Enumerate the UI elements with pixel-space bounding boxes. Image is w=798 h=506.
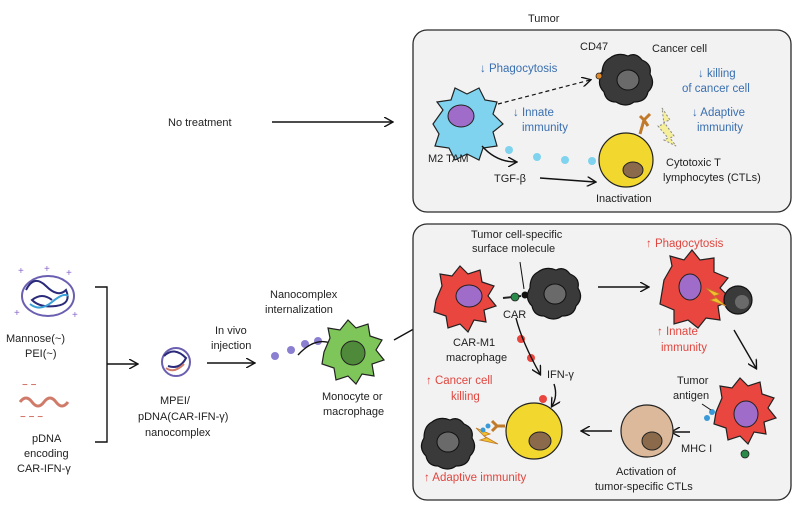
surface-label-2: surface molecule xyxy=(472,243,555,255)
killing-up-2: killing xyxy=(451,391,480,403)
tumor-title: Tumor xyxy=(528,13,560,25)
ctl-label-2: lymphocytes (CTLs) xyxy=(663,172,761,184)
invivo-label-1: In vivo xyxy=(215,325,247,337)
tgf-beta-label: TGF-β xyxy=(494,173,526,185)
combine-bracket-arrow xyxy=(95,286,137,443)
phagocytosing-macrophage xyxy=(659,249,753,329)
innate-up-2: immunity xyxy=(661,342,707,354)
adaptive-down-2: immunity xyxy=(697,122,743,134)
monocyte-cell xyxy=(321,319,386,385)
nano-label-2: internalization xyxy=(265,304,333,316)
pdna-label-1: pDNA xyxy=(32,433,62,445)
ctl-cell-top xyxy=(598,112,654,188)
car-m1-macrophage xyxy=(433,265,498,334)
invivo-label-2: injection xyxy=(211,340,251,352)
adaptive-down-1: ↓ Adaptive xyxy=(692,107,745,119)
mpei-label-3: nanocomplex xyxy=(145,427,211,439)
killing-up-1: ↑ Cancer cell xyxy=(426,375,492,387)
antigen-pointer xyxy=(701,403,712,411)
killing-ctl-cell xyxy=(475,402,563,460)
tcr-receptor-icon xyxy=(638,112,652,135)
mpei-label-2: pDNA(CAR-IFN-γ) xyxy=(138,411,228,423)
ifn-arrow-1 xyxy=(515,317,540,374)
svg-text:+: + xyxy=(18,266,24,277)
apc-macrophage xyxy=(704,377,778,459)
cancer-cell-bottom-2 xyxy=(420,417,476,470)
surface-pointer-line xyxy=(519,261,525,290)
svg-text:− −: − − xyxy=(22,380,37,391)
tgf-beta-dots xyxy=(505,146,596,165)
killing-down-1: ↓ killing xyxy=(698,68,736,80)
activation-label-1: Activation of xyxy=(616,466,677,478)
mannose-pei-icon: + + + + + xyxy=(14,264,78,321)
svg-text:+: + xyxy=(14,308,20,319)
pei-label: PEI(~) xyxy=(25,348,56,360)
mpei-label-1: MPEI/ xyxy=(160,395,191,407)
to-antigen-arrow xyxy=(733,329,756,368)
ifn-gamma-label: IFN-γ xyxy=(547,369,574,381)
svg-text:− − −: − − − xyxy=(20,412,43,423)
innate-up-1: ↑ Innate xyxy=(657,326,698,338)
nano-label-1: Nanocomplex xyxy=(270,289,338,301)
mono-label-1: Monocyte or xyxy=(322,391,383,403)
phagocytosis-down: ↓ Phagocytosis xyxy=(480,63,558,75)
svg-text:+: + xyxy=(44,264,50,275)
no-treatment-label: No treatment xyxy=(168,117,232,129)
tgf-arrow-2 xyxy=(539,178,595,182)
killing-down-2: of cancer cell xyxy=(682,83,750,95)
cancer-cell-label: Cancer cell xyxy=(652,43,707,55)
inactivation-label: Inactivation xyxy=(596,193,652,205)
pdna-icon: − − − − − xyxy=(18,380,70,423)
m2-tam-cell xyxy=(432,87,504,161)
innate-down-2: immunity xyxy=(522,122,568,134)
tumor-panel xyxy=(412,29,792,213)
tumor-antigen-label-1: Tumor xyxy=(677,375,709,387)
tumor-antigen-label-2: antigen xyxy=(673,390,709,402)
ctl-label-1: Cytotoxic T xyxy=(666,157,721,169)
m2-tam-label: M2 TAM xyxy=(428,153,469,165)
svg-text:+: + xyxy=(66,268,72,279)
mannose-label: Mannose(~) xyxy=(6,333,65,345)
cd47-label: CD47 xyxy=(580,41,608,53)
surface-label-1: Tumor cell-specific xyxy=(471,229,563,241)
phagocytosis-dashed-arrow xyxy=(497,80,590,105)
adaptive-up: ↑ Adaptive immunity xyxy=(424,472,527,484)
small-nanoparticles-icon xyxy=(271,337,322,360)
cancer-cell-top xyxy=(598,53,654,106)
car-label: CAR xyxy=(503,309,526,321)
mono-label-2: macrophage xyxy=(323,406,384,418)
activated-ctl-cell xyxy=(620,404,674,458)
phagocytosis-up: ↑ Phagocytosis xyxy=(646,238,724,250)
nanocomplex-icon xyxy=(161,347,191,377)
mhc-label: MHC I xyxy=(681,443,712,455)
ifn-arrow-2 xyxy=(552,383,556,406)
pdna-label-2: encoding xyxy=(24,448,69,460)
cd47-marker xyxy=(595,69,605,80)
carm1-label-1: CAR-M1 xyxy=(453,337,495,349)
pdna-label-3: CAR-IFN-γ xyxy=(17,463,71,475)
svg-text:+: + xyxy=(72,310,78,321)
cancer-cell-bottom-1 xyxy=(526,267,582,320)
ctl-receptor-icon xyxy=(490,419,505,433)
car-receptor-icon xyxy=(502,291,529,302)
inactive-lightning-icon xyxy=(657,107,677,147)
tgf-arrow-1 xyxy=(481,145,516,162)
innate-down-1: ↓ Innate xyxy=(513,107,554,119)
lightning-icon xyxy=(705,287,727,307)
activation-label-2: tumor-specific CTLs xyxy=(595,481,693,493)
carm1-label-2: macrophage xyxy=(446,352,507,364)
